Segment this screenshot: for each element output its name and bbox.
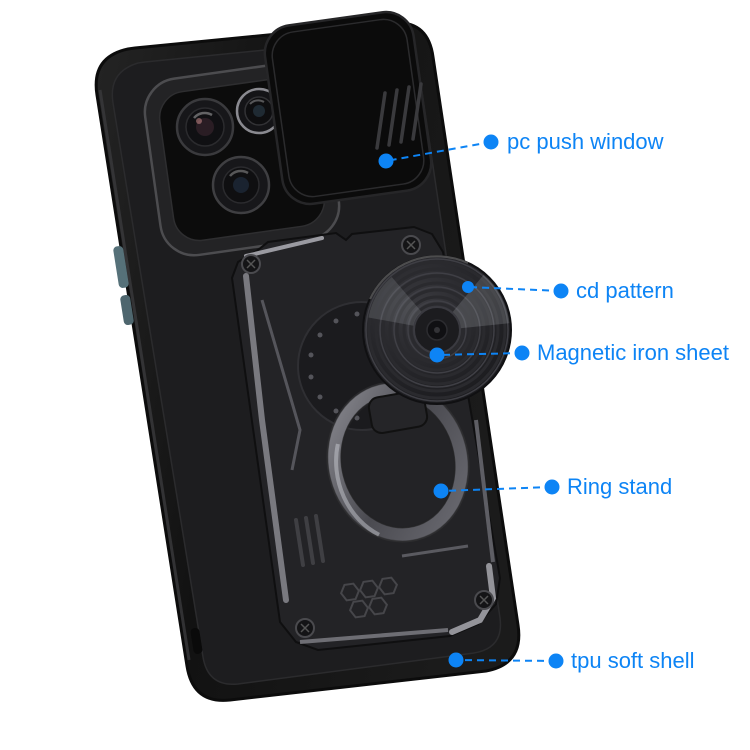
- callout-dots: [378, 134, 569, 669]
- callout-dot: [544, 479, 560, 495]
- callout-dot: [548, 653, 564, 669]
- label-pc-push-window: pc push window: [507, 129, 664, 154]
- label-tpu-soft-shell: tpu soft shell: [571, 648, 695, 673]
- corner-screws: [241, 235, 494, 638]
- camera-lens: [235, 87, 283, 135]
- label-magnetic-iron-sheet: Magnetic iron sheet: [537, 340, 729, 365]
- camera-lens: [211, 155, 271, 215]
- callout-target-dot: [462, 281, 474, 293]
- callout-dot: [514, 345, 530, 361]
- callout-dot: [483, 134, 499, 150]
- callout-dot: [553, 283, 569, 299]
- side-button: [120, 294, 134, 326]
- label-ring-stand: Ring stand: [567, 474, 673, 499]
- side-button: [113, 246, 129, 288]
- cd-pattern-disc: [362, 255, 512, 405]
- callout-target-dot: [448, 652, 464, 668]
- callouts: [385, 141, 562, 662]
- callout-target-dot: [378, 153, 394, 169]
- ring-stand: [326, 381, 470, 543]
- ring-hinge: [367, 389, 429, 435]
- camera-module: [143, 61, 341, 257]
- callout-target-dot: [429, 347, 445, 363]
- label-cd-pattern: cd pattern: [576, 278, 674, 303]
- magnetic-iron-sheet: [413, 306, 461, 354]
- camera-push-window: [263, 10, 433, 206]
- camera-lens: [175, 97, 235, 157]
- callout-target-dot: [433, 483, 449, 499]
- hex-pattern: [339, 576, 399, 619]
- grip-lines: [375, 82, 423, 150]
